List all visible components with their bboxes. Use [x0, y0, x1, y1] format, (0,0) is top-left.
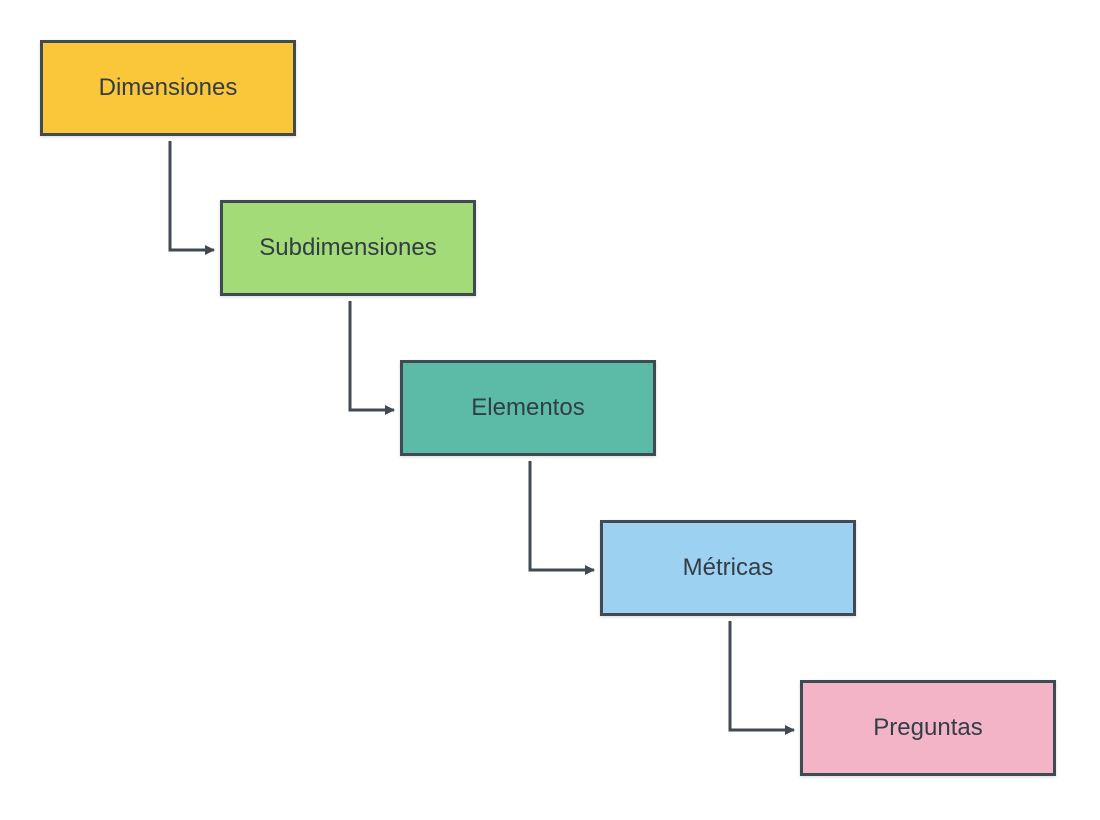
node-label: Dimensiones: [98, 74, 238, 101]
connector-elementos-to-metricas: [528, 461, 595, 575]
connector-dimensiones-to-subdimensiones: [168, 141, 215, 255]
node-metricas[interactable]: Métricas: [600, 520, 856, 616]
node-label: Métricas: [682, 554, 774, 581]
node-subdimensiones[interactable]: Subdimensiones: [220, 200, 476, 296]
node-preguntas[interactable]: Preguntas: [800, 680, 1056, 776]
node-label: Subdimensiones: [259, 234, 437, 261]
node-elementos[interactable]: Elementos: [400, 360, 656, 456]
connector-subdimensiones-to-elementos: [348, 301, 395, 415]
node-dimensiones[interactable]: Dimensiones: [40, 40, 296, 136]
node-label: Preguntas: [873, 714, 983, 741]
connector-metricas-to-preguntas: [728, 621, 795, 735]
node-label: Elementos: [471, 394, 585, 421]
